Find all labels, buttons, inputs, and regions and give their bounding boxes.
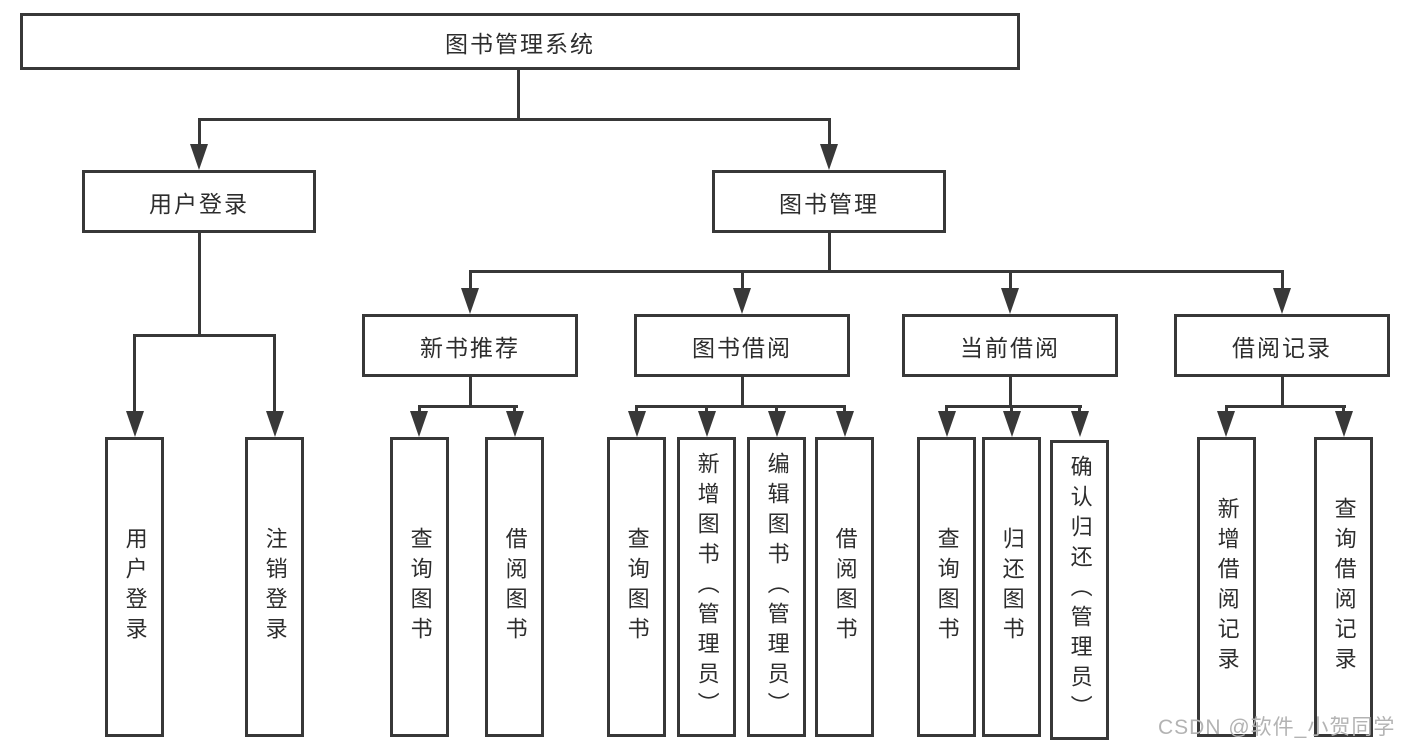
leaf-add-books-admin: 新增图书（管理员） [677, 437, 736, 737]
arrow-down-icon [627, 411, 646, 437]
connector-line [417, 405, 518, 408]
connector-line [197, 118, 201, 148]
node-current-borrow-label: 当前借阅 [960, 334, 1060, 361]
leaf-user-login: 用户登录 [105, 437, 164, 737]
node-borrow-records: 借阅记录 [1174, 314, 1390, 377]
connector-line [1342, 405, 1345, 414]
leaf-borrow-books-label: 借阅图书 [832, 527, 858, 647]
watermark: CSDN @软件_小贺同学 [1158, 716, 1396, 739]
node-root-label: 图书管理系统 [445, 30, 595, 57]
arrow-down-icon [820, 144, 838, 170]
connector-line [635, 405, 846, 408]
connector-line [197, 118, 831, 121]
connector-line [468, 377, 472, 407]
arrow-down-icon [1002, 411, 1021, 437]
arrow-down-icon [461, 288, 479, 314]
node-borrow-records-label: 借阅记录 [1232, 334, 1332, 361]
node-book-borrow: 图书借阅 [634, 314, 850, 377]
leaf-logout: 注销登录 [245, 437, 304, 737]
connector-line [516, 70, 520, 120]
connector-line [827, 118, 831, 148]
arrow-down-icon [410, 411, 428, 437]
leaf-borrow-books-recommend-label: 借阅图书 [502, 527, 528, 647]
leaf-confirm-return-admin: 确认归还（管理员） [1050, 440, 1109, 740]
node-new-book-recommend: 新书推荐 [362, 314, 578, 377]
leaf-borrow-books-recommend: 借阅图书 [485, 437, 544, 737]
arrow-down-icon [1070, 411, 1089, 437]
leaf-add-borrow-record-label: 新增借阅记录 [1214, 497, 1240, 677]
connector-line [1008, 270, 1012, 292]
connector-line [635, 405, 638, 414]
leaf-edit-books-admin: 编辑图书（管理员） [747, 437, 806, 737]
arrow-down-icon [937, 411, 956, 437]
connector-line [468, 270, 472, 292]
connector-line [827, 233, 831, 272]
node-new-book-recommend-label: 新书推荐 [420, 334, 520, 361]
connector-line [1224, 405, 1346, 408]
connector-line [1280, 270, 1284, 292]
leaf-query-borrow-record: 查询借阅记录 [1314, 437, 1373, 737]
leaf-borrow-books: 借阅图书 [815, 437, 874, 737]
arrow-down-icon [125, 411, 144, 437]
connector-line [1010, 405, 1013, 414]
connector-line [1008, 377, 1012, 407]
arrow-down-icon [767, 411, 786, 437]
node-book-management: 图书管理 [712, 170, 946, 233]
leaf-query-books-recommend: 查询图书 [390, 437, 449, 737]
node-book-borrow-label: 图书借阅 [692, 334, 792, 361]
connector-line [945, 405, 948, 414]
arrow-down-icon [505, 411, 524, 437]
node-user-login-label: 用户登录 [149, 190, 249, 217]
connector-line [1224, 405, 1228, 414]
arrow-down-icon [1334, 411, 1353, 437]
connector-line [1280, 377, 1284, 407]
connector-line [273, 334, 276, 413]
node-book-management-label: 图书管理 [779, 190, 879, 217]
leaf-query-books-current-label: 查询图书 [934, 527, 960, 647]
connector-line [945, 405, 1082, 408]
arrow-down-icon [697, 411, 716, 437]
node-current-borrow: 当前借阅 [902, 314, 1118, 377]
leaf-add-borrow-record: 新增借阅记录 [1197, 437, 1256, 737]
connector-line [740, 377, 744, 407]
leaf-query-books-current: 查询图书 [917, 437, 976, 737]
leaf-confirm-return-admin-label: 确认归还（管理员） [1067, 455, 1093, 725]
node-user-login: 用户登录 [82, 170, 316, 233]
leaf-user-login-label: 用户登录 [122, 527, 148, 647]
connector-line [133, 334, 276, 337]
connector-line [705, 405, 708, 414]
connector-line [740, 270, 744, 292]
leaf-return-books-label: 归还图书 [999, 527, 1025, 647]
arrow-down-icon [190, 144, 208, 170]
arrow-down-icon [1001, 288, 1019, 314]
connector-line [417, 405, 421, 414]
arrow-down-icon [265, 411, 284, 437]
leaf-add-books-admin-label: 新增图书（管理员） [694, 452, 720, 722]
connector-line [133, 334, 136, 413]
leaf-query-books-borrow-label: 查询图书 [624, 527, 650, 647]
connector-line [1078, 405, 1081, 414]
leaf-logout-label: 注销登录 [262, 527, 288, 647]
connector-line [468, 270, 1284, 273]
arrow-down-icon [1217, 411, 1235, 437]
leaf-query-books-recommend-label: 查询图书 [407, 527, 433, 647]
arrow-down-icon [835, 411, 854, 437]
connector-line [775, 405, 778, 414]
leaf-return-books: 归还图书 [982, 437, 1041, 737]
leaf-query-borrow-record-label: 查询借阅记录 [1331, 497, 1357, 677]
connector-line [843, 405, 846, 414]
leaf-edit-books-admin-label: 编辑图书（管理员） [764, 452, 790, 722]
arrow-down-icon [733, 288, 751, 314]
node-root: 图书管理系统 [20, 13, 1020, 70]
arrow-down-icon [1273, 288, 1291, 314]
leaf-query-books-borrow: 查询图书 [607, 437, 666, 737]
connector-line [197, 233, 201, 337]
connector-line [513, 405, 516, 414]
